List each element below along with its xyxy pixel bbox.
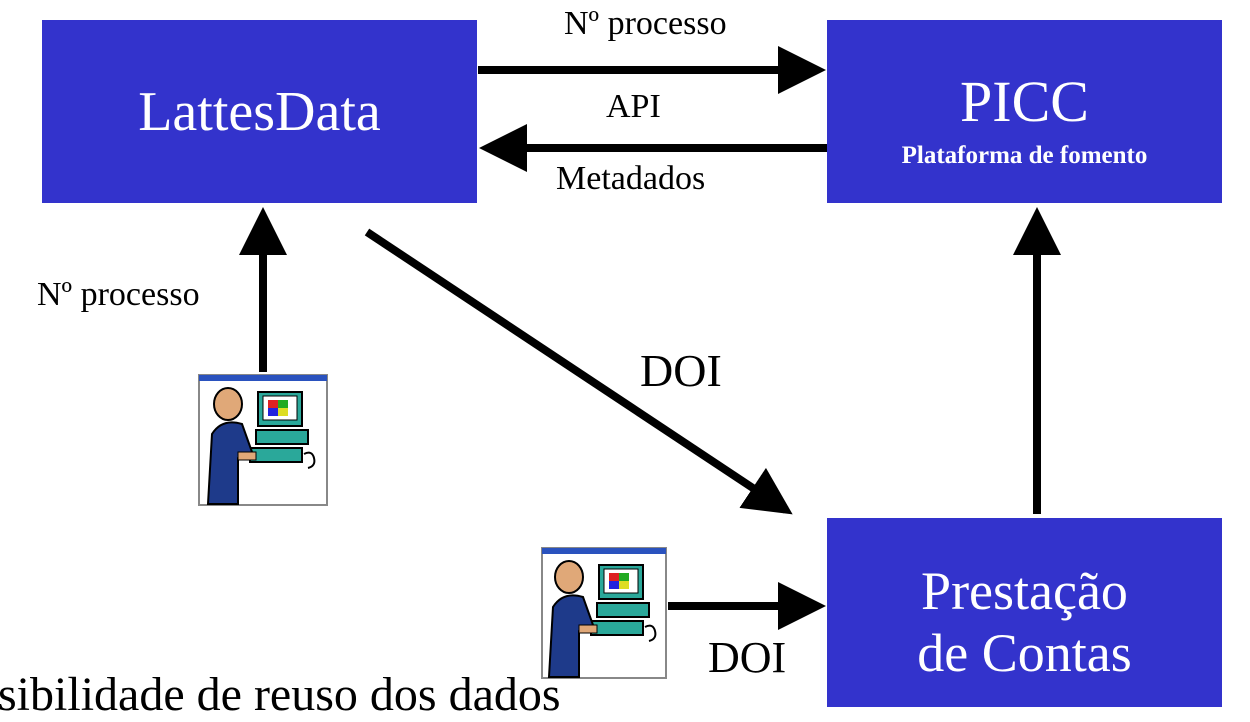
node-prestacao-line1: Prestação — [921, 561, 1128, 621]
edge-label-doi-bottom: DOI — [708, 633, 787, 682]
edge-label-processo-left: Nº processo — [37, 276, 200, 313]
edge-label-api: API — [606, 88, 661, 125]
node-lattesdata-title: LattesData — [138, 80, 381, 143]
arrow-lattes-to-prestacao — [364, 228, 793, 515]
node-picc-title: PICC — [960, 68, 1089, 134]
edge-label-metadados: Metadados — [556, 160, 706, 197]
node-lattesdata: LattesData — [42, 20, 477, 203]
node-picc: PICC Plataforma de fomento — [827, 20, 1222, 203]
person-at-computer-icon — [198, 374, 328, 506]
node-prestacao-de-contas: Prestação de Contas — [827, 518, 1222, 707]
node-prestacao-line2: de Contas — [917, 623, 1132, 683]
edge-label-doi-diagonal: DOI — [640, 345, 722, 396]
footer-text: sibilidade de reuso dos dados — [0, 668, 561, 721]
edge-label-processo-top: Nº processo — [564, 5, 727, 42]
node-picc-subtitle: Plataforma de fomento — [901, 141, 1148, 169]
node-prestacao-title: Prestação de Contas — [917, 560, 1131, 684]
person-at-computer-icon — [541, 547, 667, 679]
diagram-arrows — [239, 46, 1061, 630]
